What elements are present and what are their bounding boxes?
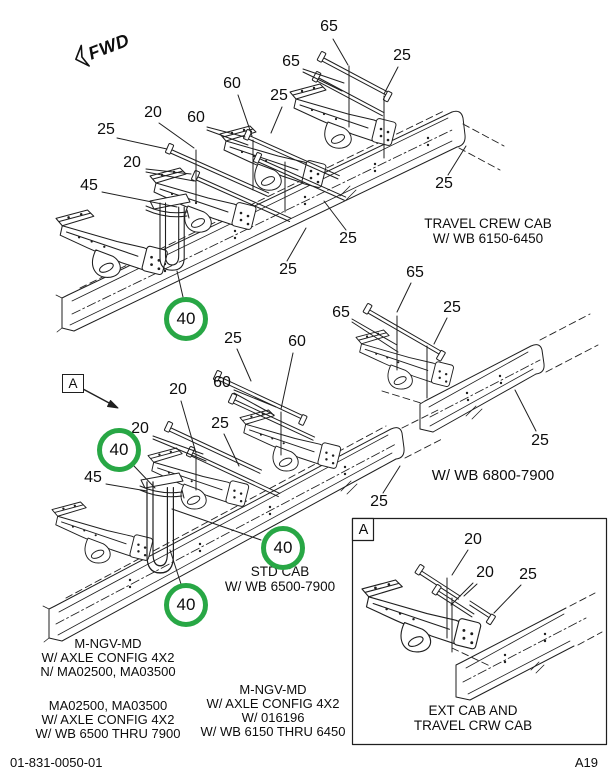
view-marker-a-label: A [68,376,78,391]
note-line: N/ MA02500, MA03500 [40,664,176,679]
reference-lines [195,65,453,653]
circled-callout-40: 40 [261,526,305,570]
fwd-arrow-icon [75,44,90,67]
page-ref: A19 [574,755,598,770]
callout-20: 20 [131,420,149,437]
callout-25: 25 [279,261,297,278]
note-line: W/ AXLE CONFIG 4X2 [41,650,175,665]
callout-20: 20 [476,564,494,581]
view-a-arrow [82,388,119,409]
caption-inset: EXT CAB AND TRAVEL CRW CAB [373,703,573,733]
inset-marker-a-label: A [358,521,369,538]
caption-line: TRAVEL CREW CAB [424,216,552,231]
caption-line: STD CAB [250,564,310,579]
callout-65: 65 [320,18,338,35]
caption-line: TRAVEL CRW CAB [413,718,533,733]
note-line: W/ WB 6150 THRU 6450 [200,724,346,739]
callout-20: 20 [123,154,141,171]
caption-wb-6800: W/ WB 6800-7900 [393,468,593,483]
caption-travel-crew-cab: TRAVEL CREW CAB W/ WB 6150-6450 [388,216,588,246]
caption-line: W/ WB 6800-7900 [431,467,555,484]
callout-60: 60 [223,75,241,92]
note-line: W/ WB 6500 THRU 7900 [35,726,181,741]
callout-60: 60 [288,333,306,350]
callout-25: 25 [370,493,388,510]
note-line: W/ AXLE CONFIG 4X2 [41,712,175,727]
caption-std-cab: STD CAB W/ WB 6500-7900 [180,564,380,594]
note-line: W/ AXLE CONFIG 4X2 [206,696,340,711]
callout-60: 60 [213,374,231,391]
callout-45: 45 [84,469,102,486]
view-marker-a: A [62,374,84,393]
callout-60: 60 [187,109,205,126]
callout-65: 65 [406,264,424,281]
callout-25: 25 [519,566,537,583]
caption-line: W/ WB 6150-6450 [432,231,544,246]
mounting-rods [163,50,497,626]
callout-25: 25 [435,175,453,192]
frame-rail-travel-crew [55,109,505,333]
callout-25: 25 [270,87,288,104]
callout-20: 20 [144,104,162,121]
callout-25: 25 [339,230,357,247]
inset-marker-a: A [355,520,372,539]
callout-leader-lines [101,38,537,614]
note-line: M-NGV-MD [74,636,142,651]
callout-20: 20 [169,381,187,398]
callout-25: 25 [393,47,411,64]
doc-number: 01-831-0050-01 [10,755,103,770]
callout-65: 65 [282,53,300,70]
callout-25: 25 [211,415,229,432]
callout-45: 45 [80,177,98,194]
frame-rail-inset [451,592,603,701]
callout-25: 25 [443,299,461,316]
note-line: W/ 016196 [241,710,305,725]
circled-callout-40: 40 [164,297,208,341]
circled-callout-40: 40 [97,428,141,472]
circled-callout-40: 40 [164,583,208,627]
callout-65: 65 [332,304,350,321]
callout-25: 25 [531,432,549,449]
caption-line: EXT CAB AND [428,703,518,718]
note-line: MA02500, MA03500 [48,698,168,713]
callout-25: 25 [224,330,242,347]
note-mngv-1: M-NGV-MD W/ AXLE CONFIG 4X2 N/ MA02500, … [3,637,213,679]
fwd-direction-label: FWD [70,28,133,71]
note-line: M-NGV-MD [239,682,307,697]
callout-20: 20 [464,531,482,548]
note-mngv-2: M-NGV-MD W/ AXLE CONFIG 4X2 W/ 016196 W/… [168,683,378,739]
callout-25: 25 [97,121,115,138]
frame-rail-6800 [381,313,599,433]
caption-line: W/ WB 6500-7900 [224,579,336,594]
note-ma02500: MA02500, MA03500 W/ AXLE CONFIG 4X2 W/ W… [3,699,213,741]
